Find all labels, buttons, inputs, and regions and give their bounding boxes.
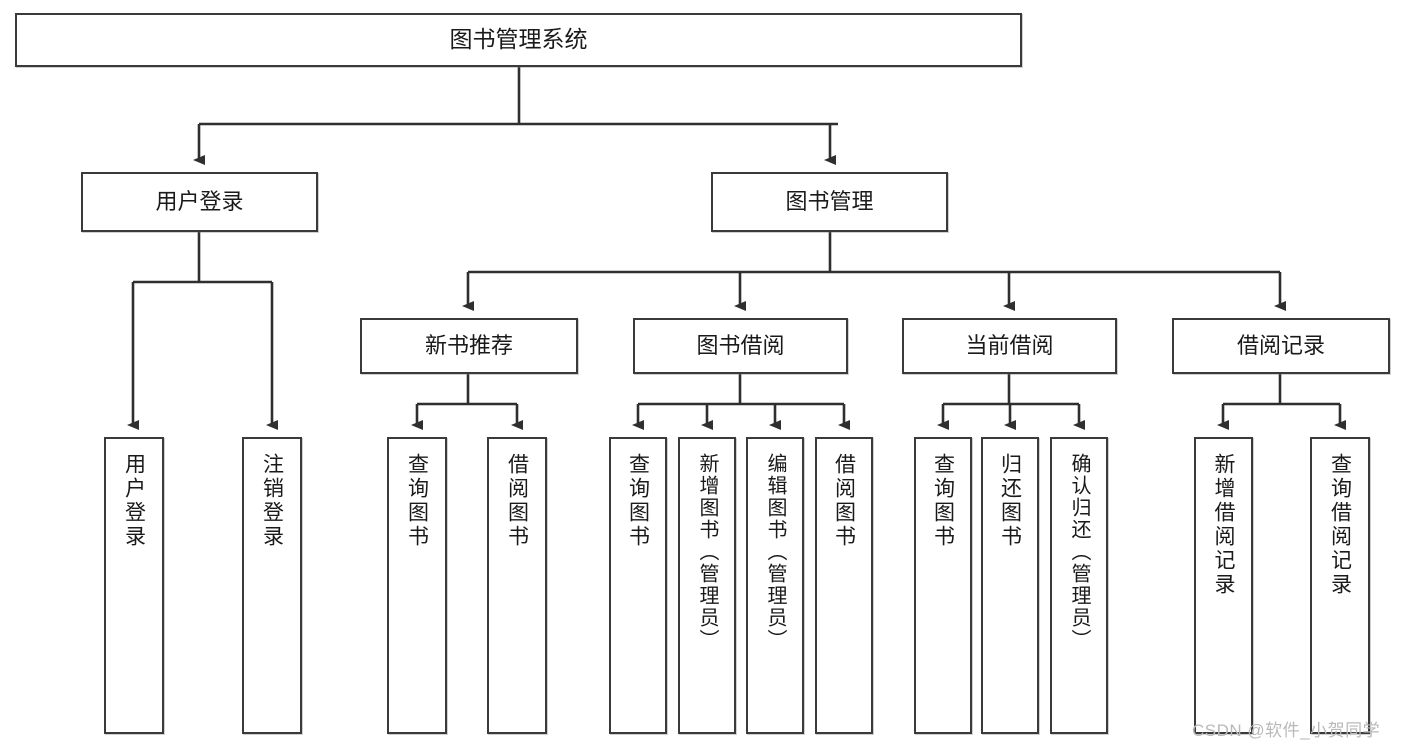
node-leaf-query-book-3-label: 查询图书 [931,453,955,549]
node-book-borrow-label: 图书借阅 [696,332,785,358]
node-leaf-return-book-label: 归还图书 [998,453,1022,549]
node-user-login-label: 用户登录 [155,188,244,214]
node-leaf-return-book[interactable]: 归还图书 [981,437,1039,734]
node-book-manage[interactable]: 图书管理 [711,172,948,232]
node-leaf-query-book-1[interactable]: 查询图书 [387,437,447,734]
node-root[interactable]: 图书管理系统 [15,13,1022,67]
node-leaf-logout-label: 注销登录 [260,453,284,549]
node-leaf-user-login-label: 用户登录 [122,453,146,549]
node-leaf-add-record[interactable]: 新增借阅记录 [1194,437,1253,734]
node-leaf-add-book[interactable]: 新增图书（管理员） [678,437,736,734]
node-leaf-confirm-return[interactable]: 确认归还（管理员） [1050,437,1108,734]
node-leaf-query-book-2-label: 查询图书 [626,453,650,549]
node-root-label: 图书管理系统 [449,26,588,53]
node-new-book-rec[interactable]: 新书推荐 [360,318,578,374]
node-borrow-record-label: 借阅记录 [1236,332,1325,358]
node-leaf-logout[interactable]: 注销登录 [242,437,302,734]
node-leaf-edit-book-label: 编辑图书（管理员） [764,453,786,651]
node-leaf-add-book-label: 新增图书（管理员） [696,453,718,651]
node-leaf-borrow-book-2-label: 借阅图书 [832,453,856,549]
node-leaf-borrow-book-1[interactable]: 借阅图书 [487,437,547,734]
node-leaf-query-book-1-label: 查询图书 [405,453,429,549]
node-leaf-query-record-label: 查询借阅记录 [1328,453,1352,597]
node-leaf-confirm-return-label: 确认归还（管理员） [1068,453,1090,651]
node-leaf-user-login[interactable]: 用户登录 [104,437,164,734]
node-current-borrow[interactable]: 当前借阅 [902,318,1117,374]
node-leaf-borrow-book-1-label: 借阅图书 [505,453,529,549]
node-book-manage-label: 图书管理 [785,188,874,214]
node-leaf-query-book-2[interactable]: 查询图书 [609,437,667,734]
node-leaf-borrow-book-2[interactable]: 借阅图书 [815,437,873,734]
node-book-borrow[interactable]: 图书借阅 [633,318,848,374]
node-leaf-query-book-3[interactable]: 查询图书 [914,437,972,734]
csdn-watermark: CSDN @软件_小贺同学 [1192,721,1381,740]
node-user-login[interactable]: 用户登录 [81,172,318,232]
node-borrow-record[interactable]: 借阅记录 [1172,318,1390,374]
node-current-borrow-label: 当前借阅 [965,332,1054,358]
node-leaf-query-record[interactable]: 查询借阅记录 [1310,437,1370,734]
node-leaf-add-record-label: 新增借阅记录 [1212,453,1235,597]
node-leaf-edit-book[interactable]: 编辑图书（管理员） [746,437,804,734]
node-new-book-rec-label: 新书推荐 [424,332,513,358]
